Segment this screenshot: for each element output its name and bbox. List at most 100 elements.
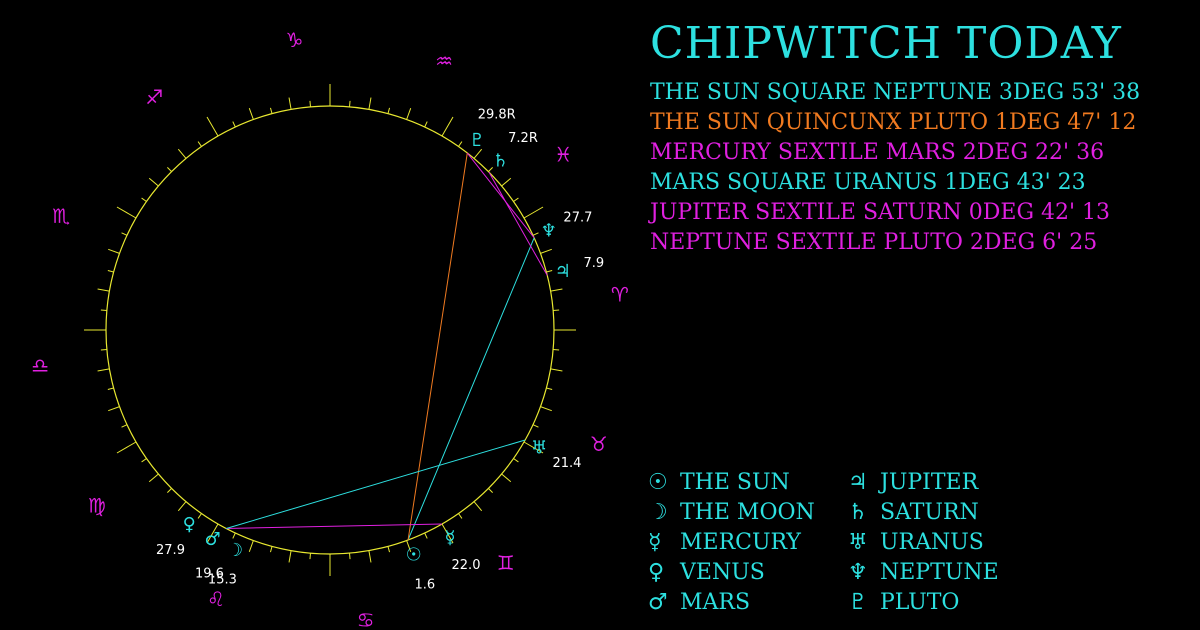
degree-tick — [100, 309, 107, 311]
degree-tick — [206, 523, 219, 544]
degree-tick — [148, 177, 159, 187]
degree-tick — [424, 532, 428, 539]
degree-tick — [458, 513, 463, 519]
degree-tick — [540, 406, 552, 412]
mercury-icon: ☿ — [648, 529, 662, 555]
degree-tick — [546, 387, 553, 391]
planet-legend: ☉THE SUN♃ JUPITER ☽ THE MOON ♄SATURN☿MERCURY… — [648, 467, 1048, 617]
legend-item: ♅URANUS — [848, 527, 1048, 557]
legend-label: JUPITER — [880, 469, 979, 495]
degree-tick — [368, 550, 372, 563]
legend-item: ☉THE SUN — [648, 467, 848, 497]
degree-tick — [546, 269, 553, 273]
degree-tick — [197, 141, 202, 147]
degree-tick — [424, 121, 428, 128]
degree-tick — [523, 441, 544, 454]
venus-degree-label: 27.9 — [156, 543, 185, 558]
degree-tick — [107, 387, 114, 391]
degree-tick — [177, 148, 187, 159]
cancer-sign-icon: ♋ — [357, 608, 375, 630]
degree-tick — [501, 473, 512, 483]
legend-item: ♂ MARS — [648, 587, 848, 617]
moon-icon: ☽ — [648, 499, 668, 525]
taurus-sign-icon: ♉ — [590, 432, 608, 456]
degree-tick — [197, 513, 202, 519]
degree-tick — [100, 349, 107, 351]
leo-sign-icon: ♌ — [207, 587, 225, 611]
zodiac-signs: ♈♉♊♋♌♍♎♏♐♑♒♓ — [31, 28, 629, 630]
pluto-icon: ♇ — [848, 589, 868, 615]
degree-tick — [387, 546, 391, 553]
aspect-line-mars-uranus — [226, 439, 526, 529]
pluto-degree-label: 29.8R — [478, 108, 516, 123]
sun-icon: ☉ — [406, 544, 422, 565]
degree-tick — [116, 441, 137, 454]
degree-tick — [349, 553, 351, 560]
degree-tick — [248, 108, 254, 120]
wheel-circle — [105, 105, 555, 555]
degree-tick — [108, 406, 120, 412]
degree-tick — [141, 197, 147, 202]
gemini-sign-icon: ♊ — [497, 551, 515, 575]
aspect-item: NEPTUNE SEXTILE PLUTO 2DEG 6' 25 — [650, 230, 1098, 255]
aspect-line-mercury-mars — [226, 523, 443, 530]
jupiter-icon: ♃ — [555, 261, 571, 282]
legend-label: THE MOON — [680, 499, 815, 525]
planet-markers: ♃7.9♅21.4☿22.0☉1.6☽15.3♂19.6♀27.9♇29.8R♄… — [156, 108, 604, 593]
moon-icon: ☽ — [227, 540, 243, 561]
jupiter-icon: ♃ — [848, 469, 868, 495]
pluto-icon: ♇ — [469, 130, 485, 151]
legend-item: ☽ THE MOON — [648, 497, 848, 527]
aquarius-sign-icon: ♒ — [435, 49, 453, 73]
aspect-line-sun-neptune — [407, 237, 535, 541]
degree-tick — [349, 100, 351, 107]
degree-tick — [309, 553, 311, 560]
degree-tick — [387, 107, 391, 114]
aspect-line-jupiter-saturn — [488, 171, 548, 276]
sun-degree-label: 1.6 — [414, 577, 435, 592]
degree-tick — [458, 141, 463, 147]
mars-degree-label: 19.6 — [195, 566, 224, 581]
legend-label: MARS — [680, 589, 751, 615]
saturn-degree-label: 7.2R — [508, 131, 538, 146]
degree-tick — [550, 288, 563, 292]
degree-tick — [532, 232, 539, 236]
aspect-item: THE SUN QUINCUNX PLUTO 1DEG 47' 12 — [650, 110, 1137, 135]
degree-tick — [97, 368, 110, 372]
degree-tick — [248, 540, 254, 552]
degree-tick — [141, 458, 147, 463]
sagittarius-sign-icon: ♐ — [145, 85, 163, 109]
degree-tick — [108, 248, 120, 254]
aspect-item: MERCURY SEXTILE MARS 2DEG 22' 36 — [650, 140, 1105, 165]
mars-icon: ♂ — [204, 529, 220, 550]
degree-tick — [406, 108, 412, 120]
uranus-degree-label: 21.4 — [552, 456, 581, 471]
venus-icon: ♀ — [183, 514, 196, 535]
degree-tick — [167, 167, 172, 172]
degree-tick — [473, 148, 483, 159]
venus-icon: ♀ — [648, 559, 665, 585]
legend-label: VENUS — [680, 559, 765, 585]
degree-tick — [368, 97, 372, 110]
degree-tick — [488, 167, 493, 172]
mars-icon: ♂ — [648, 589, 668, 615]
degree-tick — [121, 232, 128, 236]
astro-wheel-chart: ♈♉♊♋♌♍♎♏♐♑♒♓ ♃7.9♅21.4☿22.0☉1.6☽15.3♂19.… — [31, 28, 629, 630]
neptune-icon: ♆ — [541, 221, 557, 242]
degree-tick — [148, 473, 159, 483]
aspect-item: JUPITER SEXTILE SATURN 0DEG 42' 13 — [650, 200, 1111, 225]
legend-item: ♄SATURN — [848, 497, 1048, 527]
aspect-line-neptune-pluto — [466, 152, 535, 239]
neptune-icon: ♆ — [848, 559, 868, 585]
aspect-line-sun-pluto — [407, 152, 468, 541]
legend-item: ☿MERCURY — [648, 527, 848, 557]
legend-label: PLUTO — [880, 589, 960, 615]
moon-degree-label: 15.3 — [208, 572, 237, 587]
uranus-icon: ♅ — [848, 529, 868, 555]
degree-tick — [406, 540, 412, 552]
degree-tick — [116, 206, 137, 219]
degree-tick — [288, 97, 292, 110]
uranus-icon: ♅ — [531, 437, 547, 458]
degree-tick — [532, 424, 539, 428]
degree-tick — [206, 116, 219, 137]
